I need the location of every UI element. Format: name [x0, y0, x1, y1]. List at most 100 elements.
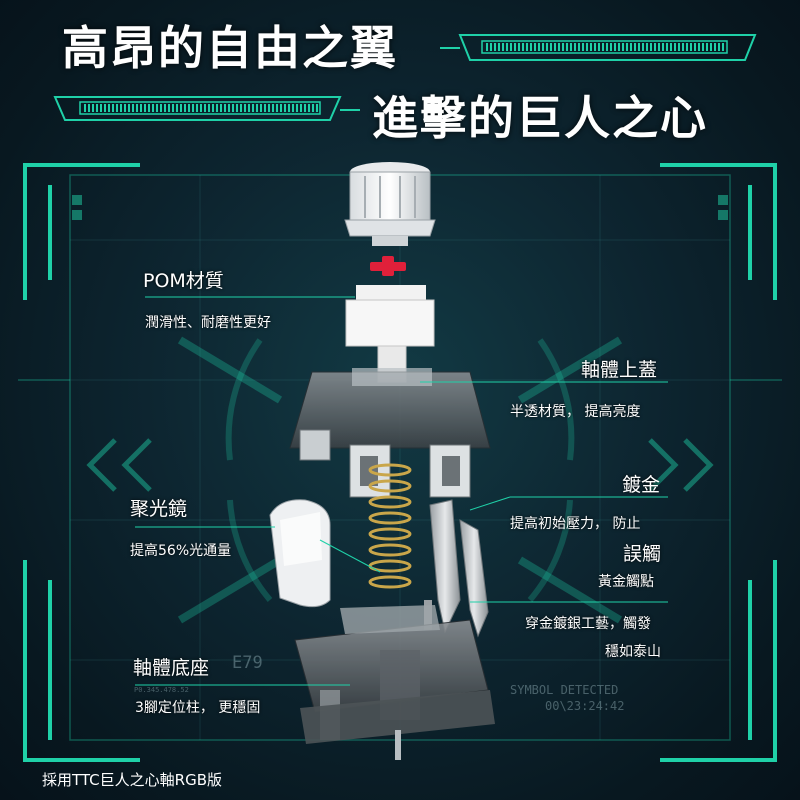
bar-tick [502, 43, 504, 51]
label-base-desc: 3腳定位柱， 更穩固 [135, 700, 261, 716]
bar-tick [204, 104, 206, 112]
bar-tick [280, 104, 282, 112]
bar-tick [666, 43, 668, 51]
bar-tick [570, 43, 572, 51]
bar-tick [542, 43, 544, 51]
bar-tick [232, 104, 234, 112]
bar-tick [702, 43, 704, 51]
bar-tick [586, 43, 588, 51]
bar-tick [216, 104, 218, 112]
bar-tick [714, 43, 716, 51]
bar-tick [610, 43, 612, 51]
bar-tick [160, 104, 162, 112]
bar-tick [602, 43, 604, 51]
bar-tick [678, 43, 680, 51]
bar-tick [686, 43, 688, 51]
bar-tick [228, 104, 230, 112]
light-lens [269, 499, 331, 608]
bar-tick [526, 43, 528, 51]
title-bar-left [53, 96, 342, 121]
hud-small-code: P0.345.478.52 [134, 686, 189, 694]
bar-tick [638, 43, 640, 51]
bar-tick [506, 43, 508, 51]
headline-line-1: 高昂的自由之翼 [62, 21, 398, 75]
callout-lines [135, 296, 668, 686]
bar-tick [108, 104, 110, 112]
bar-tick [176, 104, 178, 112]
bar-tick [550, 43, 552, 51]
bar-tick [252, 104, 254, 112]
red-stem-cross [370, 256, 406, 276]
bar-tick [300, 104, 302, 112]
label-base-title: 軸體底座 [133, 657, 210, 679]
hud-code: E79 [232, 653, 263, 673]
bar-tick [574, 43, 576, 51]
bar-tick [104, 104, 106, 112]
bar-tick [718, 43, 720, 51]
bar-tick [642, 43, 644, 51]
bar-tick [614, 43, 616, 51]
bar-tick [626, 43, 628, 51]
bar-tick [132, 104, 134, 112]
label-pom-desc: 潤滑性、耐磨性更好 [145, 315, 271, 331]
bar-tick [304, 104, 306, 112]
label-plating-desc-2: 穩如泰山 [605, 644, 661, 660]
bar-tick [96, 104, 98, 112]
bar-tick [518, 43, 520, 51]
reticle [225, 338, 575, 602]
bar-tick [562, 43, 564, 51]
bar-tick [272, 104, 274, 112]
bar-tick [220, 104, 222, 112]
bar-tick [598, 43, 600, 51]
bar-tick [88, 104, 90, 112]
bar-tick [240, 104, 242, 112]
bar-tick [662, 43, 664, 51]
headline-line-2: 進擊的巨人之心 [372, 91, 708, 145]
bar-tick [244, 104, 246, 112]
bar-tick [208, 104, 210, 112]
bar-tick [296, 104, 298, 112]
bar-tick [100, 104, 102, 112]
bar-tick [184, 104, 186, 112]
bar-tick [578, 43, 580, 51]
bar-tick [120, 104, 122, 112]
bar-tick [248, 104, 250, 112]
bar-tick [538, 43, 540, 51]
bar-tick [312, 104, 314, 112]
bar-tick [212, 104, 214, 112]
bar-tick [650, 43, 652, 51]
bar-tick [192, 104, 194, 112]
hud-time-text: 00\23:24:42 [545, 699, 625, 713]
bar-tick [594, 43, 596, 51]
hud-frame [23, 163, 777, 762]
bar-tick [522, 43, 524, 51]
bar-tick [674, 43, 676, 51]
label-lens-title: 聚光鏡 [130, 498, 188, 520]
label-top-title: 軸體上蓋 [581, 359, 658, 381]
bar-tick [698, 43, 700, 51]
gold-spring [368, 463, 412, 589]
bar-tick [164, 104, 166, 112]
title-bar-right [458, 34, 757, 61]
bar-tick [694, 43, 696, 51]
bar-tick [200, 104, 202, 112]
bar-tick [530, 43, 532, 51]
bar-tick [566, 43, 568, 51]
label-pom-title: POM材質 [143, 270, 224, 292]
bar-tick [84, 104, 86, 112]
bar-tick [172, 104, 174, 112]
bar-tick [554, 43, 556, 51]
bar-tick [634, 43, 636, 51]
bar-tick [316, 104, 318, 112]
bar-tick [276, 104, 278, 112]
bar-tick [112, 104, 114, 112]
label-contact-desc: 黃金觸點 [598, 574, 654, 590]
bar-tick [622, 43, 624, 51]
bar-tick [268, 104, 270, 112]
bar-tick [498, 43, 500, 51]
bar-tick [670, 43, 672, 51]
bar-tick [144, 104, 146, 112]
bar-tick [260, 104, 262, 112]
